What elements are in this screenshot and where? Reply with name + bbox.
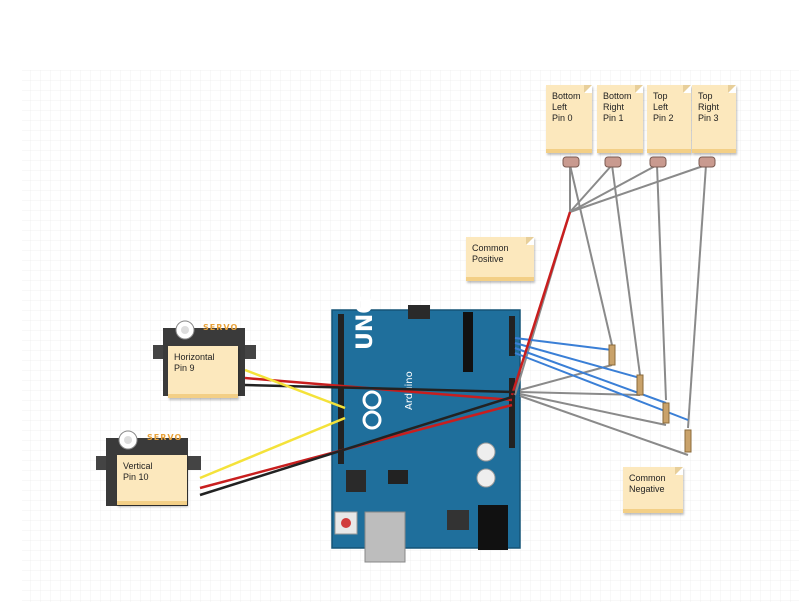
note-bottom-right: Bottom Right Pin 1 bbox=[597, 85, 643, 153]
voltage-regulator bbox=[447, 510, 469, 530]
note-top-right: Top Right Pin 3 bbox=[692, 85, 736, 153]
servo-horizontal-label: Horizontal Pin 9 bbox=[168, 346, 238, 398]
resistor-2 bbox=[636, 374, 644, 396]
servo-label-line: Vertical bbox=[123, 461, 153, 471]
arduino-model-text: UNO bbox=[353, 295, 378, 350]
capacitor-1 bbox=[476, 442, 496, 462]
note-line: Left bbox=[552, 102, 568, 112]
note-line: Common bbox=[472, 243, 509, 253]
servo-label-line: Pin 9 bbox=[174, 363, 195, 373]
note-line: Common bbox=[629, 473, 666, 483]
note-line: Negative bbox=[629, 484, 665, 494]
photoresistors bbox=[562, 156, 716, 168]
arduino-logo-icon bbox=[362, 390, 382, 430]
power-jack[interactable] bbox=[478, 505, 508, 550]
resistor-4 bbox=[684, 429, 692, 453]
note-top-left: Top Left Pin 2 bbox=[647, 85, 691, 153]
note-line: Top bbox=[653, 91, 668, 101]
servo-horizontal-brand: SERVO bbox=[203, 323, 239, 332]
analog-header-right bbox=[509, 316, 515, 356]
note-line: Positive bbox=[472, 254, 504, 264]
wires bbox=[199, 164, 707, 497]
servo-vertical-label: Vertical Pin 10 bbox=[117, 455, 187, 505]
servo-label-line: Pin 10 bbox=[123, 472, 149, 482]
note-line: Bottom bbox=[603, 91, 632, 101]
photoresistor-bottom-left bbox=[562, 156, 580, 168]
photoresistor-bottom-right bbox=[604, 156, 622, 168]
note-line: Pin 2 bbox=[653, 113, 674, 123]
note-line: Pin 3 bbox=[698, 113, 719, 123]
servo-label-line: Horizontal bbox=[174, 352, 215, 362]
note-line: Pin 1 bbox=[603, 113, 624, 123]
note-line: Right bbox=[698, 102, 720, 112]
chip bbox=[388, 470, 408, 484]
resistors bbox=[608, 344, 692, 453]
digital-header-left bbox=[338, 314, 344, 464]
note-line: Pin 0 bbox=[552, 113, 573, 123]
resistor-1 bbox=[608, 344, 616, 366]
note-line: Top bbox=[698, 91, 713, 101]
servo-vertical-brand: SERVO bbox=[147, 433, 183, 442]
power-header-right bbox=[509, 378, 515, 448]
usb-port[interactable] bbox=[364, 511, 406, 563]
note-line: Left bbox=[653, 102, 669, 112]
note-bottom-left: Bottom Left Pin 0 bbox=[546, 85, 592, 153]
photoresistor-top-left bbox=[649, 156, 667, 168]
photoresistor-top-right bbox=[698, 156, 716, 168]
note-line: Bottom bbox=[552, 91, 581, 101]
resistor-3 bbox=[662, 402, 670, 424]
capacitor-2 bbox=[476, 468, 496, 488]
icsp-header-bottom bbox=[346, 470, 366, 492]
note-line: Right bbox=[603, 102, 625, 112]
icsp-header bbox=[408, 305, 430, 319]
note-common-positive: Common Positive bbox=[466, 237, 534, 281]
note-common-negative: Common Negative bbox=[623, 467, 683, 513]
